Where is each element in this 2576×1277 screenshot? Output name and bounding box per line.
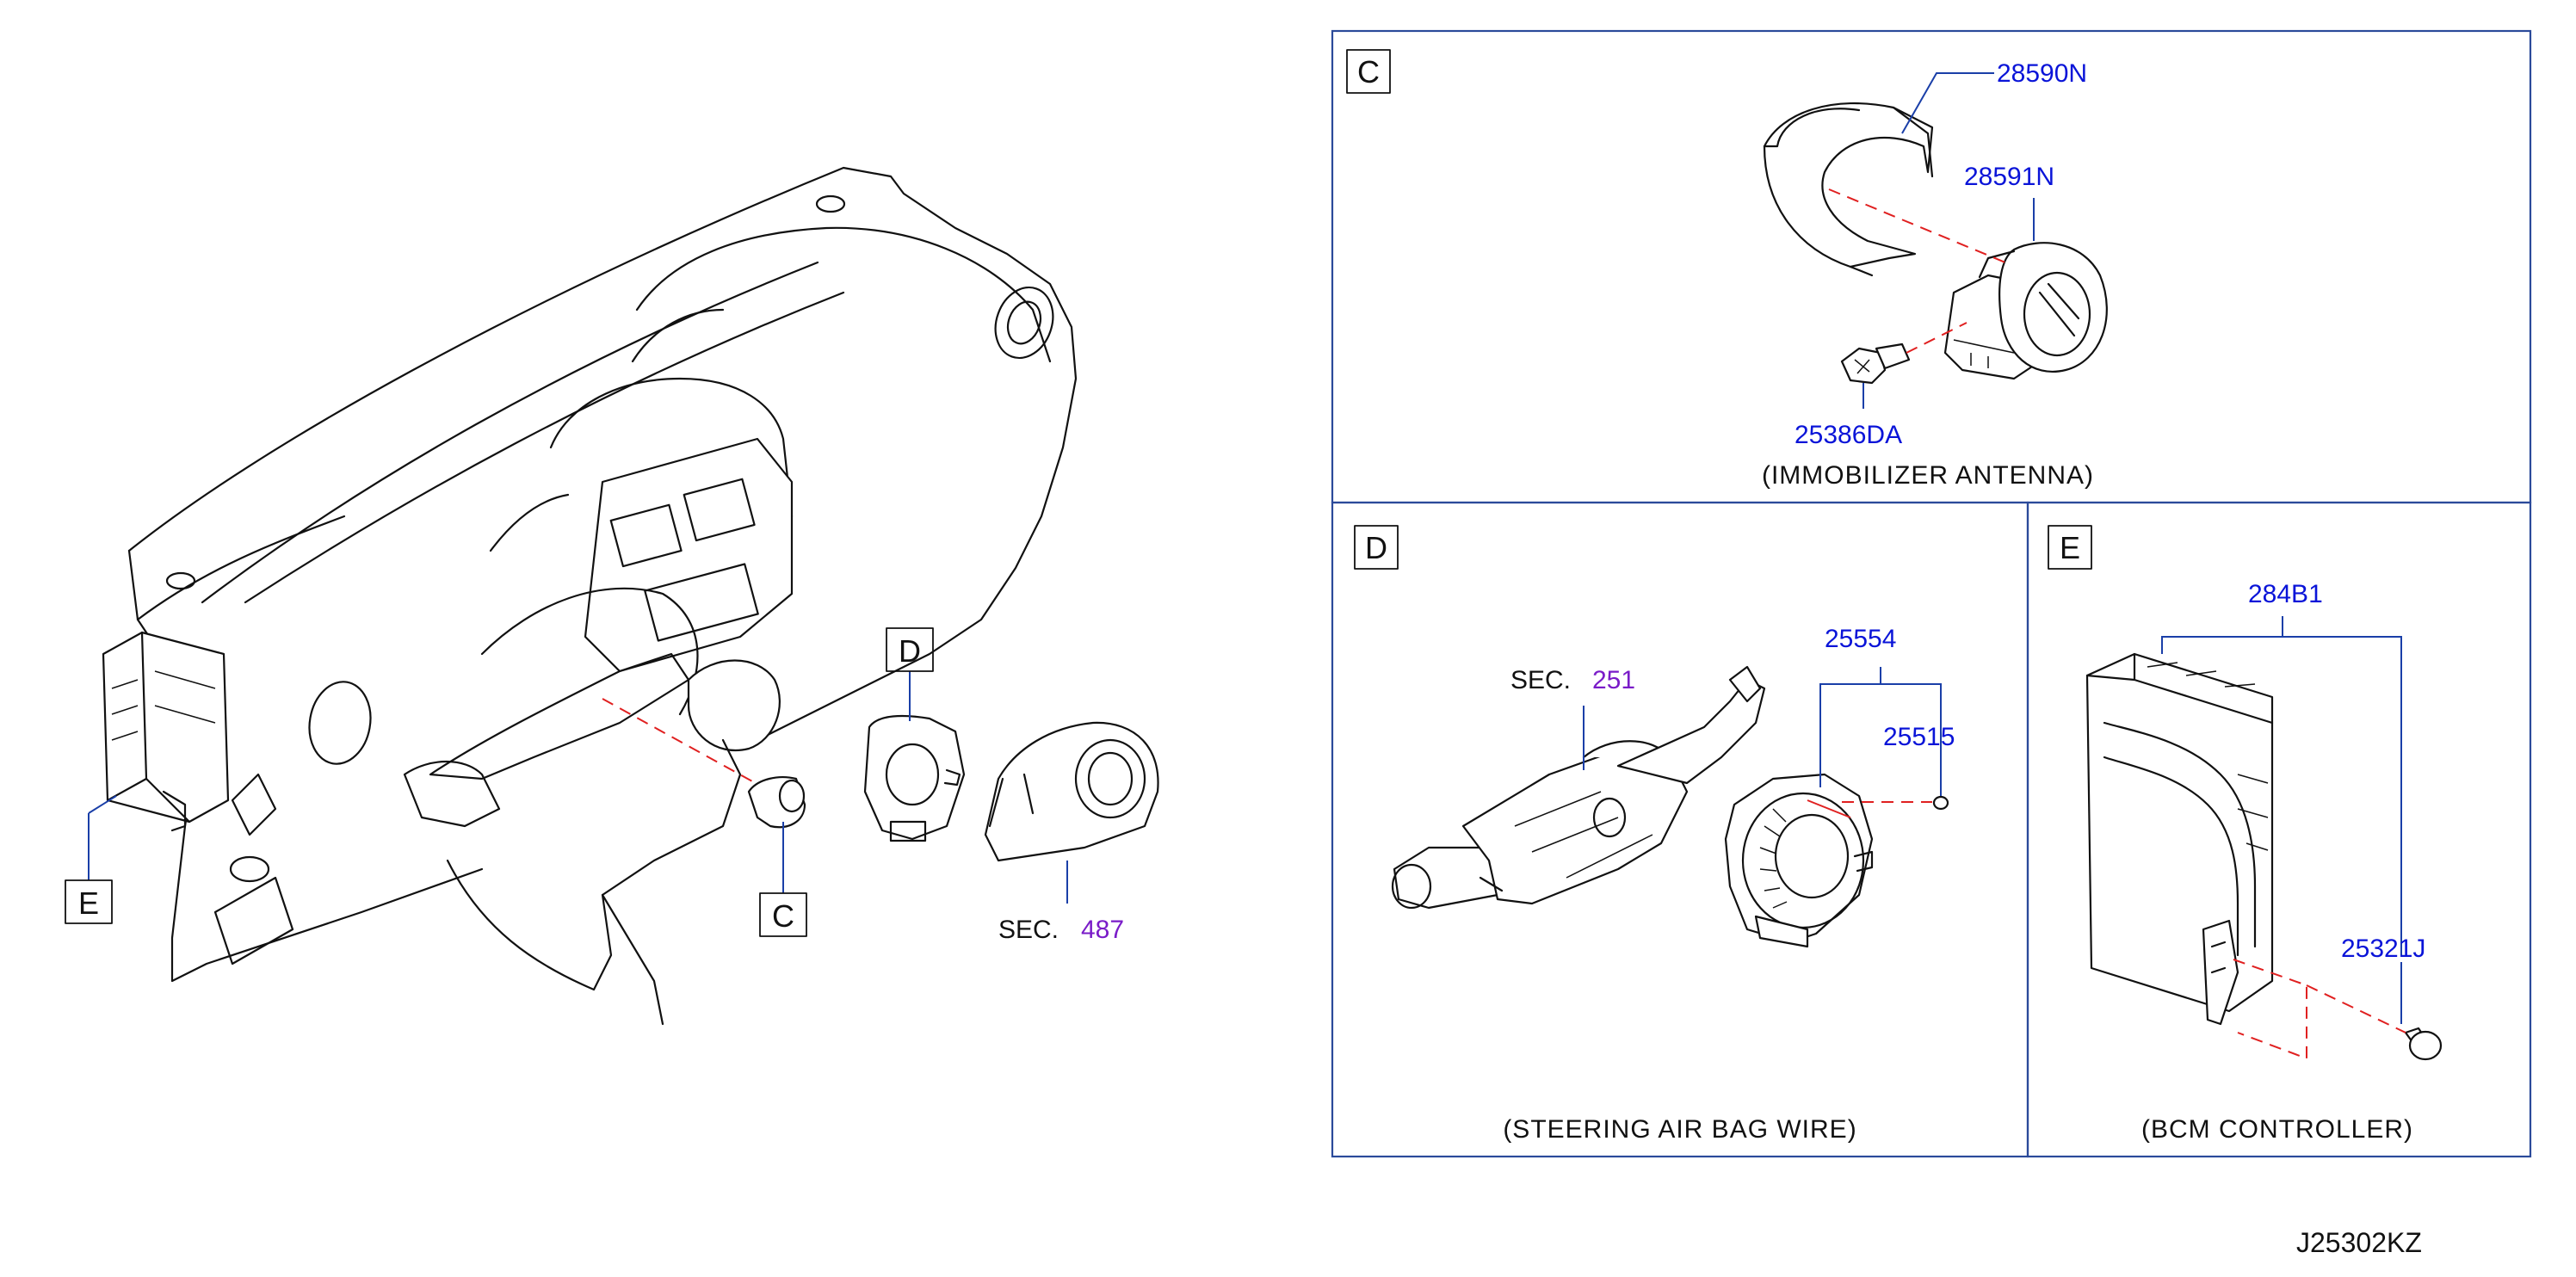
section-ref-prefix: SEC. bbox=[998, 916, 1059, 944]
drawing-code: J25302KZ bbox=[2296, 1227, 2422, 1258]
panel-d-label-box bbox=[1354, 525, 1399, 570]
part-number-28591n: 28591N bbox=[1964, 163, 2054, 191]
panel-c: C 28590N 28591N bbox=[1331, 29, 2532, 504]
part-number-25386da: 25386DA bbox=[1795, 421, 1902, 449]
panel-d-label: D bbox=[1365, 530, 1387, 565]
panel-c-caption: (IMMOBILIZER ANTENNA) bbox=[1762, 461, 2094, 490]
instrument-panel-drawing bbox=[127, 166, 1078, 1026]
part-number-28590n: 28590N bbox=[1997, 59, 2087, 88]
bcm-controller-drawing bbox=[2085, 652, 2274, 1026]
panel-d: D SEC. 251 bbox=[1331, 501, 2029, 1158]
panel-c-label-box bbox=[1346, 49, 1391, 94]
callout-label-d: D bbox=[899, 633, 921, 669]
bcm-overview-drawing bbox=[102, 631, 230, 832]
clip-drawing bbox=[2404, 1027, 2443, 1061]
panel-e-label-box bbox=[2048, 525, 2092, 570]
part-number-25515: 25515 bbox=[1883, 723, 1955, 751]
spiral-cable-drawing bbox=[1724, 773, 1874, 948]
screw-drawing bbox=[1932, 795, 1949, 811]
part-number-25554: 25554 bbox=[1825, 625, 1896, 653]
overview-callouts: E C D SEC. 487 bbox=[65, 627, 1124, 944]
section-ref-number: 487 bbox=[1081, 916, 1124, 944]
panel-e-caption: (BCM CONTROLLER) bbox=[2141, 1115, 2413, 1144]
panel-e-label: E bbox=[2060, 530, 2080, 565]
callout-box-c bbox=[759, 892, 807, 937]
immobilizer-antenna-drawing bbox=[1943, 242, 2108, 380]
part-number-25321j: 25321J bbox=[2341, 935, 2425, 963]
callout-label-e: E bbox=[78, 885, 99, 921]
part-number-284b1: 284B1 bbox=[2248, 580, 2323, 608]
callout-box-d bbox=[886, 627, 934, 672]
spiral-cable-overview-drawing bbox=[863, 714, 966, 842]
combination-switch-drawing bbox=[1391, 665, 1766, 910]
section-ref-number-251: 251 bbox=[1592, 666, 1635, 694]
panel-e: E 284B1 25321J (BCM CONTROLLER) bbox=[2026, 501, 2532, 1158]
section-ref-prefix-251: SEC. bbox=[1510, 666, 1571, 694]
panel-c-label: C bbox=[1357, 54, 1380, 89]
bolt-drawing bbox=[1840, 342, 1911, 385]
panel-d-caption: (STEERING AIR BAG WIRE) bbox=[1503, 1115, 1856, 1144]
callout-box-e bbox=[65, 879, 113, 924]
column-cover-overview-drawing bbox=[984, 721, 1159, 862]
callout-label-c: C bbox=[772, 898, 794, 934]
antenna-cover-drawing bbox=[1763, 102, 1934, 277]
